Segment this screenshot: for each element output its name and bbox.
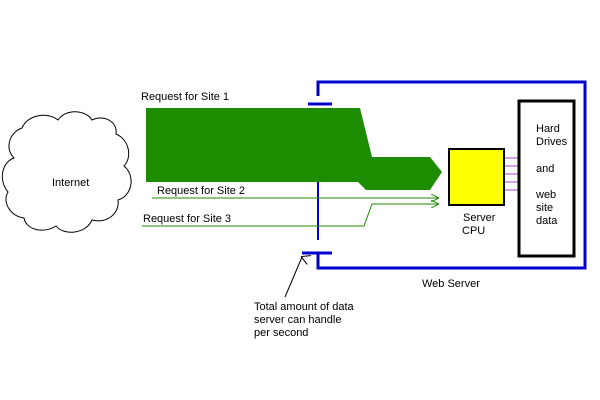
capacity-pointer-arrow [284, 257, 302, 298]
request-site-2-label: Request for Site 2 [157, 185, 245, 197]
capacity-label-line1: Total amount of data [254, 301, 355, 313]
capacity-label-line2: server can handle [254, 314, 341, 326]
hard-drives-label-line1: Hard [536, 123, 560, 135]
request-site-3-label: Request for Site 3 [143, 213, 231, 225]
server-cpu-label-line1: Server [463, 212, 496, 224]
internet-label: Internet [52, 177, 89, 189]
web-server-label: Web Server [422, 278, 480, 290]
hard-drives-box [517, 99, 576, 258]
request-site-1-label: Request for Site 1 [141, 91, 229, 103]
site-3-request-line [142, 204, 438, 227]
server-cpu-label-line2: CPU [462, 225, 485, 237]
hard-drives-label-line3: and [536, 163, 554, 175]
hard-drives-label-line5: site [536, 202, 553, 214]
capacity-label-line3: per second [254, 327, 308, 339]
hard-drives-label-line2: Drives [536, 136, 568, 148]
hard-drives-label-line4: web [535, 189, 556, 201]
internet-cloud-icon [1, 111, 132, 233]
hard-drives-label-line6: data [536, 215, 558, 227]
server-cpu-box [448, 148, 505, 206]
site-1-request-stream [146, 108, 442, 190]
